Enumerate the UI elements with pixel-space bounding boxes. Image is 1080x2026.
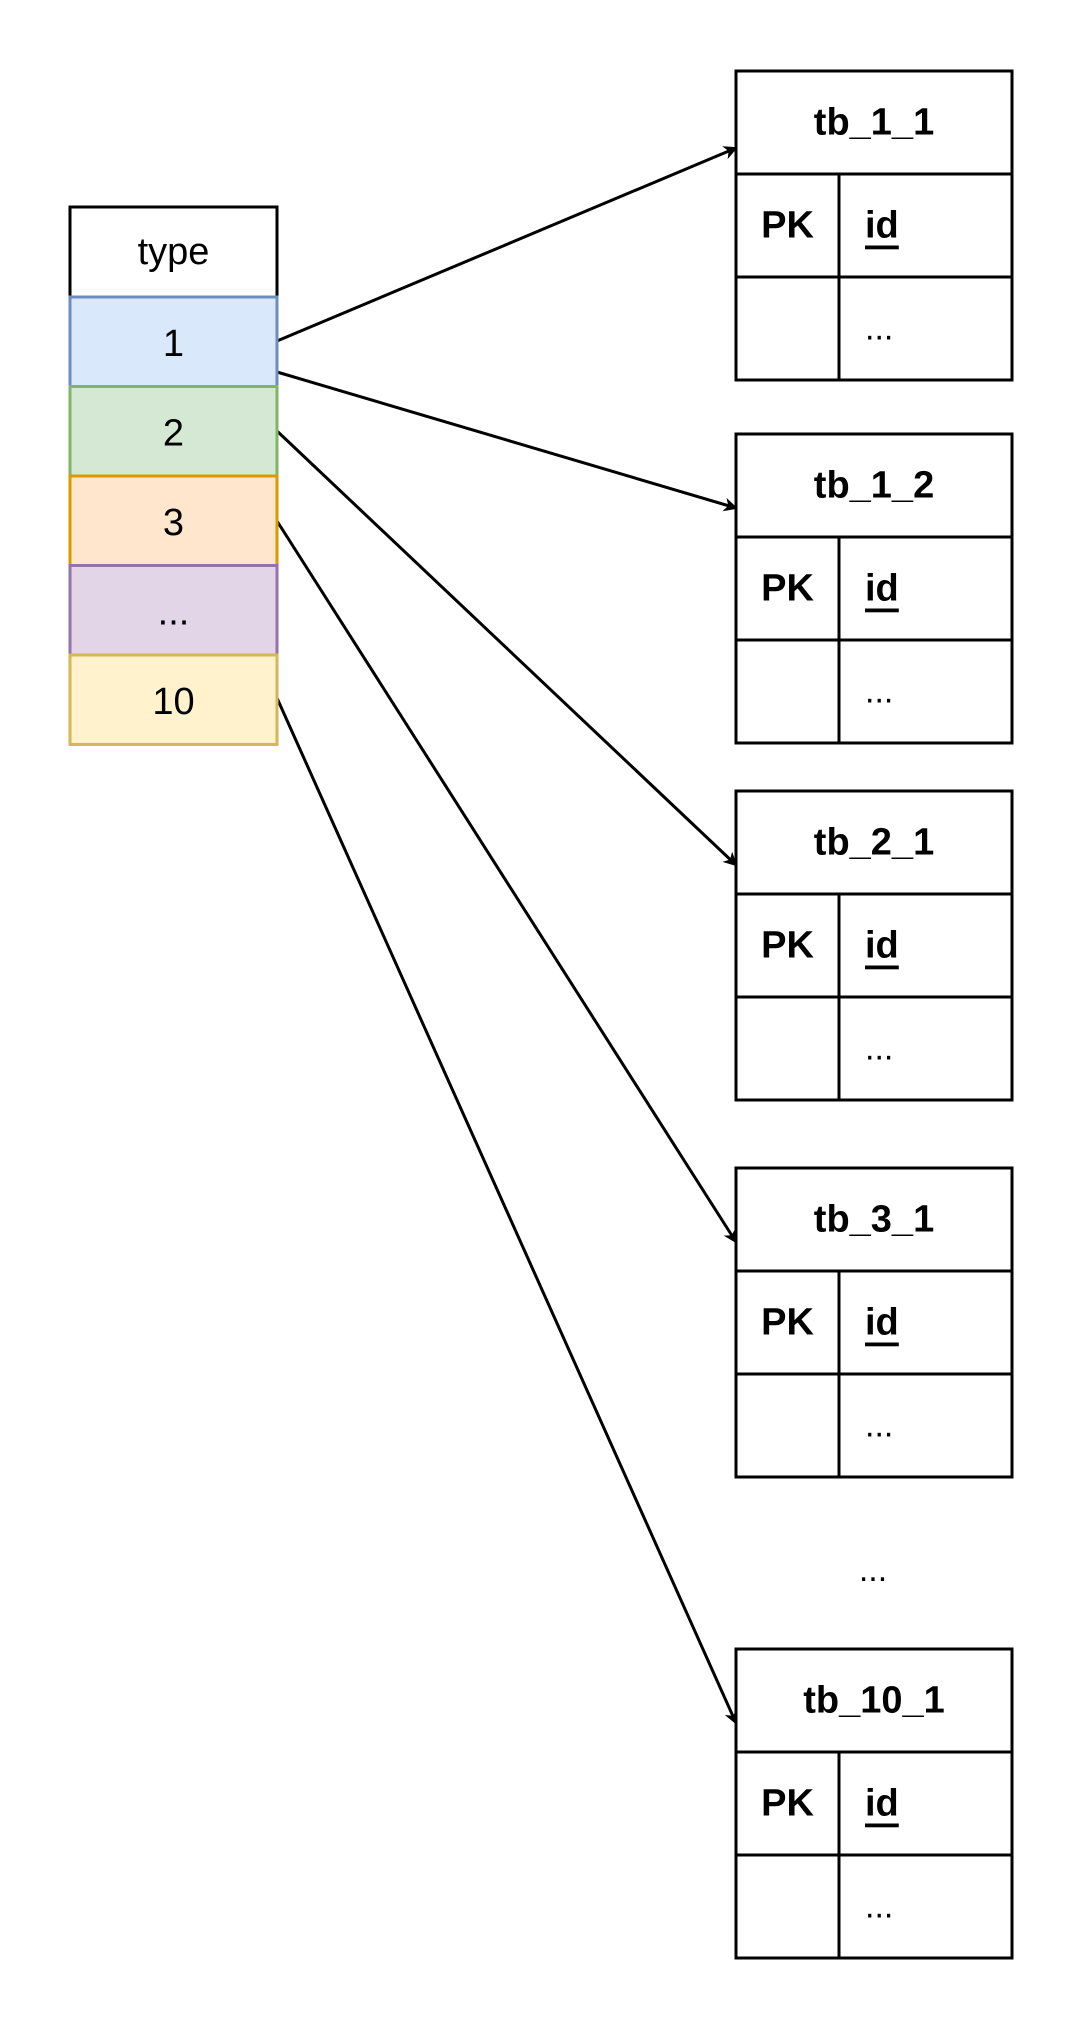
entity-table-frame — [734, 69, 1014, 382]
entity-table-title: tb_3_1 — [814, 1199, 934, 1241]
more-fields-ellipsis: ... — [865, 1888, 893, 1926]
type-cell-label: ... — [158, 591, 190, 633]
entity-table-title: tb_2_1 — [814, 822, 934, 864]
type-cells: 1 2 3... 10 — [68, 295, 279, 746]
primary-key-field: id — [865, 205, 899, 247]
primary-key-label: PK — [761, 925, 814, 967]
type-cell-label: 10 — [152, 681, 194, 723]
more-fields-ellipsis: ... — [865, 673, 893, 711]
entity-table-tb_10_1: tb_10_1PK id... — [734, 1647, 1014, 1960]
primary-key-field: id — [865, 1783, 899, 1825]
link-arrow-3 — [275, 520, 738, 1244]
type-table: type 1 2 3... 10 — [68, 205, 279, 746]
entity-table-tb_1_1: tb_1_1PK id... — [734, 69, 1014, 382]
entity-table-tb_2_1: tb_2_1PK id... — [734, 789, 1014, 1102]
entity-table-frame — [734, 1166, 1014, 1479]
link-arrow-1 — [276, 370, 738, 512]
more-fields-ellipsis: ... — [865, 1030, 893, 1068]
type-header-cell — [68, 205, 279, 299]
entity-table-frame — [734, 1647, 1014, 1960]
primary-key-field: id — [865, 1302, 899, 1344]
type-cell-label: 1 — [163, 323, 184, 365]
more-fields-ellipsis: ... — [865, 310, 893, 348]
primary-key-label: PK — [761, 1302, 814, 1344]
more-fields-ellipsis: ... — [865, 1407, 893, 1445]
link-arrow-4 — [275, 697, 738, 1725]
entity-table-tb_1_2: tb_1_2PK id... — [734, 432, 1014, 745]
type-cell-4 — [68, 653, 279, 746]
type-header-label: type — [138, 231, 210, 273]
link-arrow-0 — [276, 146, 738, 343]
primary-key-field: id — [865, 568, 899, 610]
primary-key-label: PK — [761, 568, 814, 610]
link-arrow-2 — [275, 429, 738, 867]
between-tables-ellipsis: ... — [859, 1551, 887, 1589]
entity-table-frame — [734, 432, 1014, 745]
entity-table-title: tb_1_2 — [814, 465, 934, 507]
primary-key-label: PK — [761, 205, 814, 247]
type-cell-label: 2 — [163, 412, 184, 454]
type-cell-0 — [68, 295, 279, 388]
entity-table-title: tb_10_1 — [803, 1680, 945, 1722]
links-layer — [275, 146, 738, 1725]
entity-table-tb_3_1: tb_3_1PK id... — [734, 1166, 1014, 1479]
primary-key-field: id — [865, 925, 899, 967]
entity-table-frame — [734, 789, 1014, 1102]
primary-key-label: PK — [761, 1783, 814, 1825]
entity-table-title: tb_1_1 — [814, 102, 934, 144]
type-cell-2 — [68, 474, 279, 567]
type-cell-label: 3 — [163, 502, 184, 544]
